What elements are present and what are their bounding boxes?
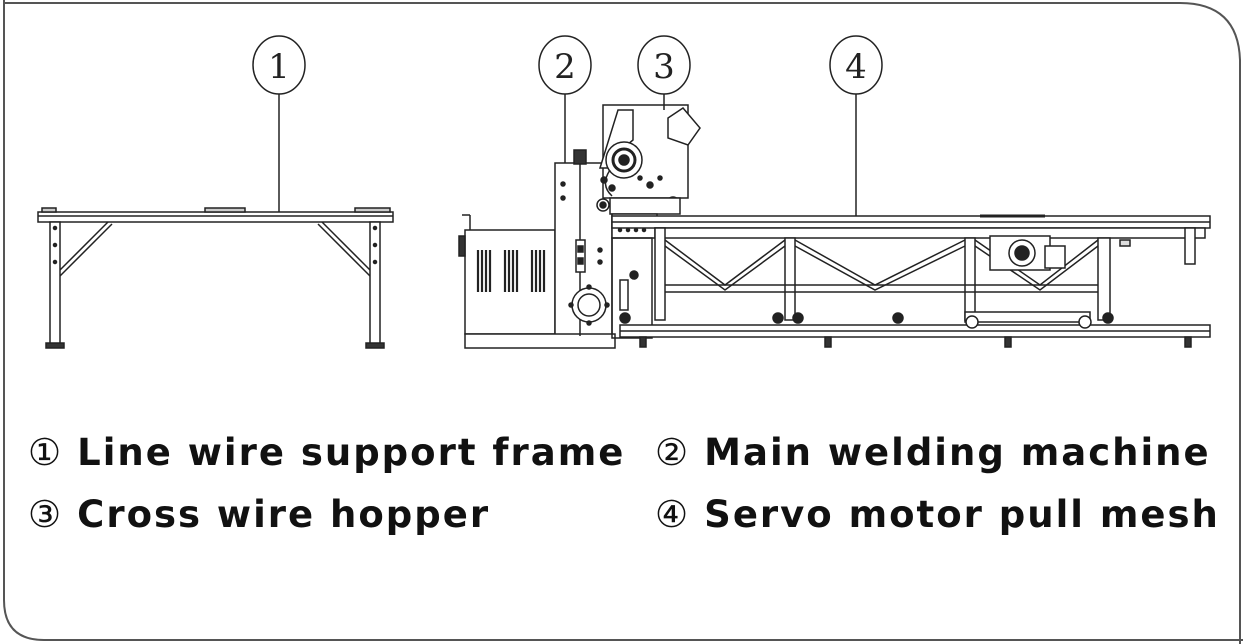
- machine-drawing: 1 2 3 4: [37, 35, 1211, 349]
- callout-3-number: 3: [653, 47, 675, 87]
- callout-1-number: 1: [268, 47, 290, 87]
- support-frame: [37, 92, 394, 349]
- callout-1: 1: [252, 35, 306, 95]
- callout-2: 2: [538, 35, 592, 95]
- callout-4: 4: [829, 35, 883, 95]
- callout-2-number: 2: [554, 47, 576, 87]
- pull-mesh-frame: [611, 92, 1211, 348]
- callout-4-number: 4: [845, 47, 867, 87]
- callout-3: 3: [637, 35, 691, 95]
